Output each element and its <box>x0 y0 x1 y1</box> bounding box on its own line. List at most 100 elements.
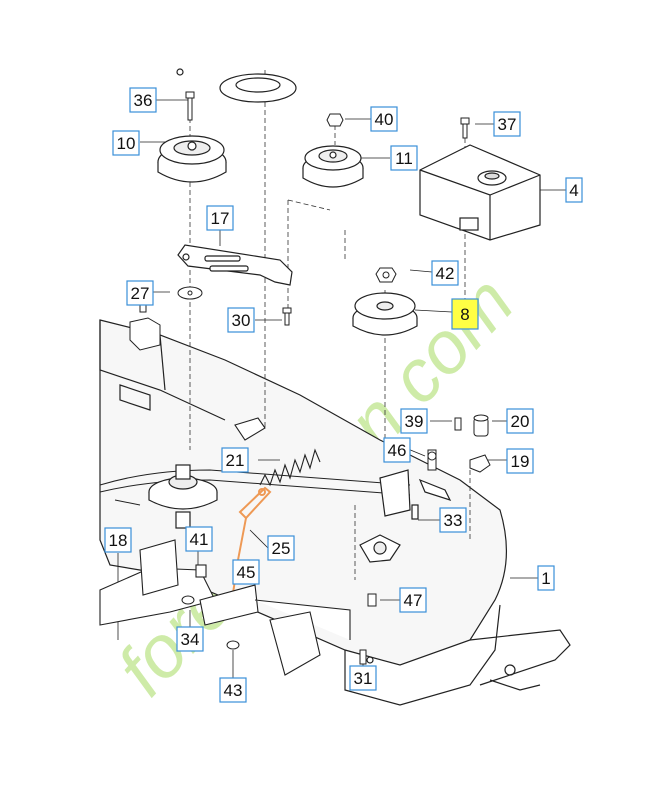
callout-number-37: 37 <box>498 115 517 134</box>
callout-number-18: 18 <box>109 531 128 550</box>
callout-box-27 <box>126 280 154 306</box>
callout-1: 1 <box>537 565 555 591</box>
callout-39: 39 <box>400 408 428 434</box>
callout-number-1: 1 <box>541 569 550 588</box>
callout-number-34: 34 <box>181 630 200 649</box>
pulley-left <box>148 464 218 529</box>
callout-18: 18 <box>104 527 132 553</box>
callout-number-39: 39 <box>405 412 424 431</box>
callout-box-34 <box>176 626 204 652</box>
bolt-37 <box>460 117 470 139</box>
nut-42 <box>375 267 397 283</box>
callout-box-1 <box>537 565 555 591</box>
callout-number-4: 4 <box>569 181 578 200</box>
callout-labels: 36 10 40 11 37 4 17 42 8 27 30 39 20 46 19 21 33 18 41 25 45… <box>104 87 583 703</box>
callout-number-25: 25 <box>272 539 291 558</box>
callout-37: 37 <box>493 111 521 137</box>
callout-box-40 <box>370 106 398 132</box>
pulley-11 <box>302 145 364 188</box>
callout-box-30 <box>227 307 255 333</box>
callout-box-31 <box>349 665 377 691</box>
callout-36: 36 <box>129 87 157 113</box>
callout-number-36: 36 <box>134 91 153 110</box>
callout-46: 46 <box>383 437 411 463</box>
callout-box-33 <box>439 507 467 533</box>
callout-number-11: 11 <box>395 149 413 168</box>
bolt-36 <box>185 91 195 121</box>
callout-box-11 <box>390 145 418 171</box>
callout-number-46: 46 <box>388 441 407 460</box>
callout-box-17 <box>206 205 234 231</box>
callout-number-17: 17 <box>211 209 230 228</box>
callout-20: 20 <box>506 408 534 434</box>
callout-21: 21 <box>221 447 249 473</box>
parts-46-19 <box>427 449 491 473</box>
callout-box-8 <box>451 298 479 330</box>
callout-box-37 <box>493 111 521 137</box>
callout-box-36 <box>129 87 157 113</box>
callout-box-25 <box>267 535 295 561</box>
callout-box-42 <box>431 260 459 286</box>
callout-27: 27 <box>126 280 154 306</box>
callout-number-41: 41 <box>190 530 209 549</box>
part-31 <box>359 649 367 665</box>
callout-19: 19 <box>506 448 534 474</box>
callout-box-39 <box>400 408 428 434</box>
pulley-10 <box>157 135 227 183</box>
callout-number-8: 8 <box>460 305 469 324</box>
nut-40 <box>326 113 344 127</box>
bracket-18-41 <box>99 539 351 676</box>
callout-47: 47 <box>399 587 427 613</box>
callout-number-45: 45 <box>237 563 256 582</box>
callout-45: 45 <box>232 559 260 585</box>
top-pulley <box>176 68 297 103</box>
callout-box-41 <box>185 526 213 552</box>
callout-17: 17 <box>206 205 234 231</box>
callout-number-30: 30 <box>232 311 251 330</box>
parts-34-43 <box>181 595 240 650</box>
callout-number-20: 20 <box>511 412 530 431</box>
bolt-30 <box>282 307 292 326</box>
callout-34: 34 <box>176 626 204 652</box>
callout-number-43: 43 <box>224 681 243 700</box>
callout-number-21: 21 <box>226 451 245 470</box>
callout-box-43 <box>219 677 247 703</box>
callout-31: 31 <box>349 665 377 691</box>
callout-box-47 <box>399 587 427 613</box>
part-27 <box>129 286 203 351</box>
callout-number-31: 31 <box>354 669 373 688</box>
callout-11: 11 <box>390 145 418 171</box>
callout-box-4 <box>565 177 583 203</box>
callout-42: 42 <box>431 260 459 286</box>
callout-4: 4 <box>565 177 583 203</box>
callout-number-33: 33 <box>444 511 463 530</box>
parts-39-20 <box>454 414 489 437</box>
callout-number-40: 40 <box>375 110 394 129</box>
part-47 <box>367 593 377 607</box>
callout-box-20 <box>506 408 534 434</box>
callout-box-19 <box>506 448 534 474</box>
pulley-8 <box>352 292 418 336</box>
callout-43: 43 <box>219 677 247 703</box>
callout-25: 25 <box>267 535 295 561</box>
cover-4 <box>419 144 541 241</box>
callout-number-19: 19 <box>511 452 530 471</box>
callout-number-27: 27 <box>131 284 150 303</box>
callout-number-10: 10 <box>117 134 136 153</box>
bracket-17 <box>177 244 293 286</box>
callout-8: 8 <box>451 298 479 330</box>
spring-21 <box>234 417 321 487</box>
callout-10: 10 <box>112 130 140 156</box>
callout-40: 40 <box>370 106 398 132</box>
callout-41: 41 <box>185 526 213 552</box>
callout-box-18 <box>104 527 132 553</box>
callout-number-42: 42 <box>436 264 455 283</box>
callout-box-21 <box>221 447 249 473</box>
callout-number-47: 47 <box>404 591 423 610</box>
callout-box-46 <box>383 437 411 463</box>
idler-arm-33 <box>359 469 452 563</box>
callout-box-10 <box>112 130 140 156</box>
callout-box-45 <box>232 559 260 585</box>
callout-33: 33 <box>439 507 467 533</box>
